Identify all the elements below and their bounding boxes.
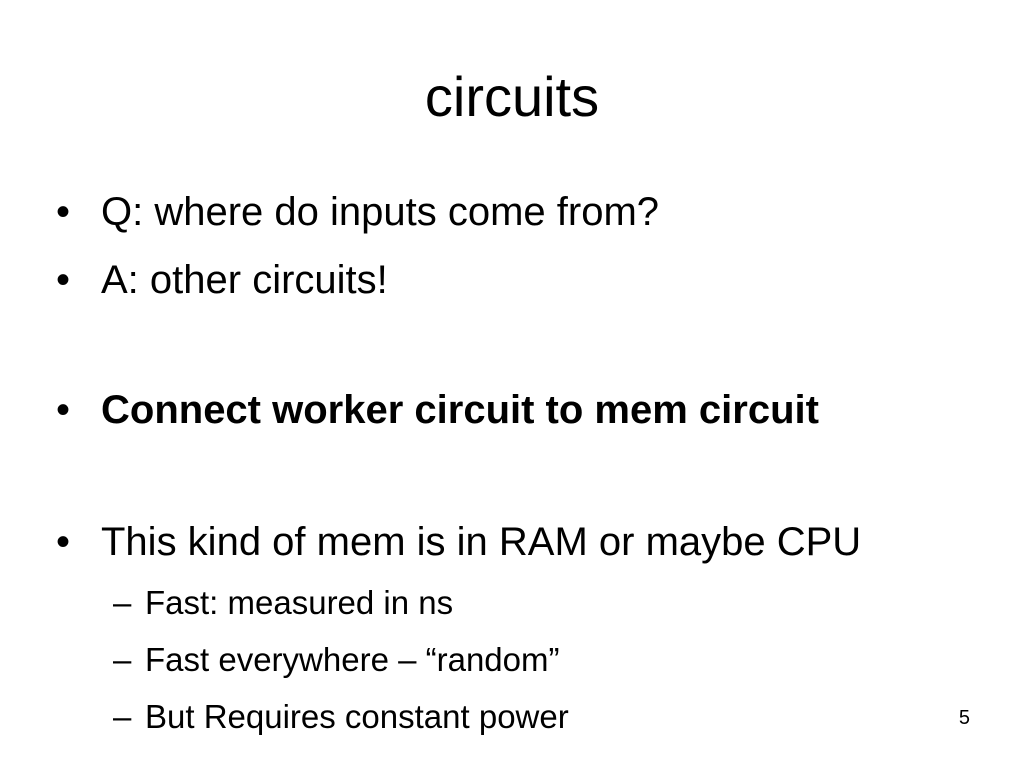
subbullet-marker: – [113,584,132,621]
bullet-item: • This kind of mem is in RAM or maybe CP… [0,518,1024,566]
subbullet-text: Fast: measured in ns [145,584,454,621]
bullet-marker: • [56,520,71,564]
slide-title: circuits [424,65,600,128]
subbullet-text: But Requires constant power [145,698,569,735]
subbullet-item: – Fast everywhere – “random” [0,640,1024,680]
bullet-item-emphasis: • Connect worker circuit to mem circuit [0,386,1024,434]
bullet-marker: • [56,258,71,302]
page-number: 5 [958,707,970,729]
bullet-item: • Q: where do inputs come from? [0,188,1024,236]
bullet-marker: • [56,190,71,234]
subbullet-item: – Fast: measured in ns [0,583,1024,623]
bullet-text: Connect worker circuit to mem circuit [101,388,819,432]
bullet-marker: • [56,388,71,432]
subbullet-marker: – [113,641,132,678]
subbullet-marker: – [113,698,132,735]
subbullet-text: Fast everywhere – “random” [145,641,560,678]
bullet-text: This kind of mem is in RAM or maybe CPU [101,520,862,564]
subbullet-item: – But Requires constant power [0,697,1024,737]
bullet-text: A: other circuits! [101,258,388,302]
bullet-item: • A: other circuits! [0,256,1024,304]
bullet-text: Q: where do inputs come from? [101,190,660,234]
